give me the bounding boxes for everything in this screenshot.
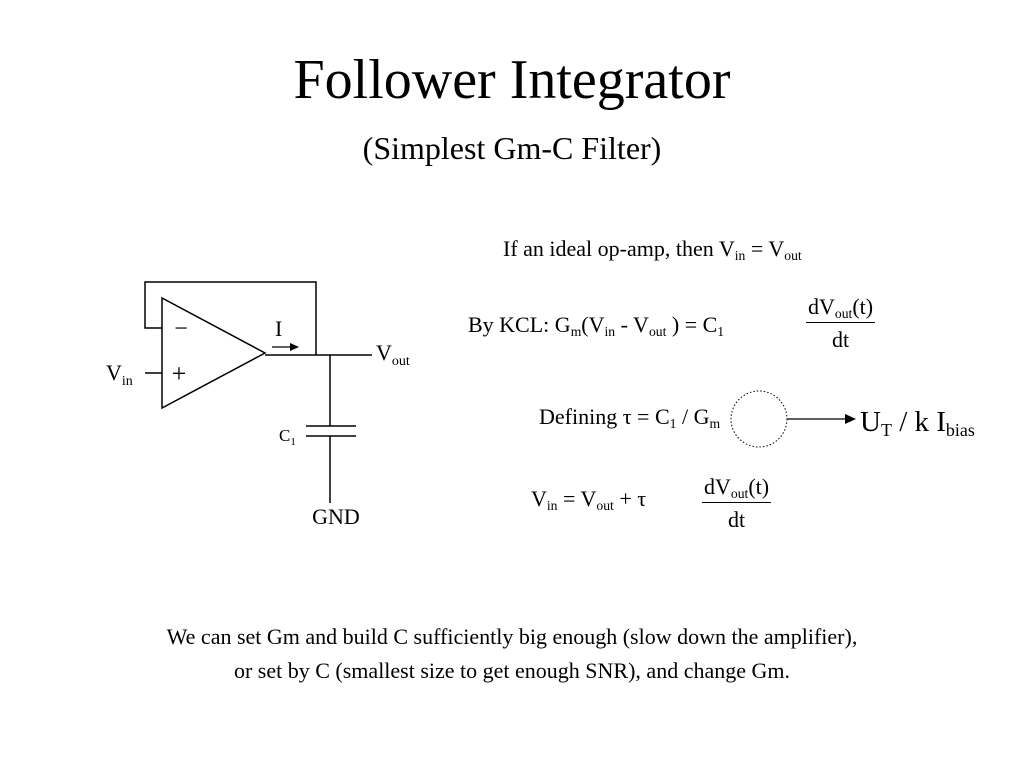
kcl-equation: By KCL: Gm(Vin - Vout ) = C1 [468, 312, 725, 339]
final-fraction-denominator: dt [727, 507, 746, 532]
slide-subtitle: (Simplest Gm-C Filter) [362, 130, 662, 166]
slide-title: Follower Integrator [293, 49, 731, 111]
op-amp-triangle [161, 296, 267, 410]
gm-highlight-annotation [730, 390, 856, 448]
vout-label: Vout [376, 340, 410, 369]
minus-terminal-label: − [174, 316, 188, 342]
gm-dotted-circle [730, 390, 788, 448]
final-fraction-numerator: dVout(t) [702, 474, 772, 503]
kcl-fraction-denominator: dt [831, 327, 850, 352]
current-arrowhead-icon [290, 343, 299, 351]
footer-note: We can set Gm and build C sufficiently b… [0, 620, 1024, 688]
follower-integrator-schematic: − + I Vin Vout C1 GND [106, 281, 410, 529]
vin-label: Vin [106, 360, 133, 389]
final-equation: Vin = Vout + τ [531, 486, 647, 513]
ground-label: GND [312, 504, 360, 529]
final-derivative-fraction: dVout(t) dt [702, 474, 772, 533]
gm-arrowhead-icon [845, 414, 856, 424]
current-label: I [275, 316, 282, 341]
kcl-fraction-numerator: dVout(t) [806, 294, 876, 323]
footer-line-1: We can set Gm and build C sufficiently b… [166, 624, 858, 649]
feedback-wire [144, 281, 317, 355]
gm-expression: UT / k Ibias [860, 406, 975, 441]
ideal-opamp-equation: If an ideal op-amp, then Vin = Vout [503, 236, 802, 263]
kcl-derivative-fraction: dVout(t) dt [806, 294, 876, 353]
plus-terminal-label: + [172, 359, 187, 388]
capacitor-label: C1 [279, 426, 296, 448]
tau-definition: Defining τ = C1 / Gm [539, 404, 721, 431]
footer-line-2: or set by C (smallest size to get enough… [233, 658, 790, 683]
